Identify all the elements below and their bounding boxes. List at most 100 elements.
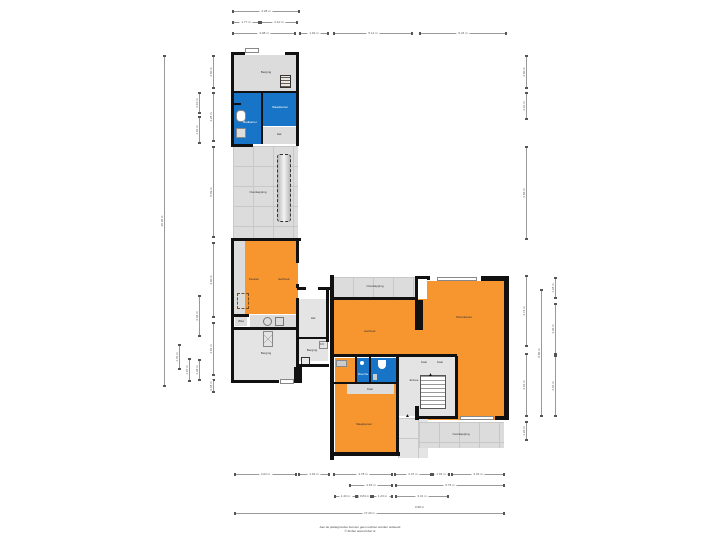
room-keuken-eethoek [245,241,298,314]
label-hal-top: Hal [276,132,282,136]
dim-right-6: 1.20 m [522,421,528,441]
window-woonkamer-bottom [460,416,494,420]
wall [333,382,396,384]
skylight-icon [263,331,273,347]
wall [369,357,371,383]
dim-right-2: 2.10 m [522,92,528,120]
dim-left-main-2: 3.28 m [209,92,215,142]
sink-icon [236,128,246,138]
wall [285,52,299,55]
label-overkapping-bottom: Overkapping [452,432,470,436]
wall [261,92,263,144]
wall [415,276,418,300]
dim-left-inner1-3: 2.48 m [195,295,201,337]
label-woonkamer: Woonkamer [455,315,473,319]
dim-bottom-1a: 4.02 m [234,472,297,476]
room-overkapping-bottom [419,422,504,448]
label-kast1: Kast [420,360,428,364]
wall [427,276,430,280]
disclaimer-line1: Aan de plattegronden kunnen geen rechten… [319,525,401,529]
toilet2-icon [378,360,386,369]
dim-bottom-3b: 0.84 m [357,494,372,498]
dim-bottom-2b: 6.75 m [395,483,505,487]
label-berging-small: Berging [306,348,318,352]
wall [231,238,234,383]
room-hal-top [263,127,296,144]
dim-left-main-4: 4.00 m [209,242,215,318]
room-kast2 [433,358,446,366]
sink2-icon [275,317,284,326]
dim-top-3c: 5.12 m [333,31,413,35]
wall [231,238,301,241]
label-overkapping-left: Overkapping [249,190,267,194]
entrance-arrow-icon: ▲ [405,413,410,419]
room-kast1 [418,358,431,366]
dim-right-5: 4.01 m [522,353,528,417]
stair-arrow-icon: ▲ [428,372,433,378]
dim-left-inner2-3: 1.38 m [195,359,201,381]
dim-bottom-3a: 1.40 m [334,494,357,498]
stair-ladder-icon [280,75,291,88]
door-berging[interactable] [280,379,294,384]
wall [296,238,299,263]
wall [481,276,509,281]
wall [297,337,327,339]
dim-left-main-3: 5.09 m [209,146,215,238]
wall [296,298,299,375]
wall [294,367,302,383]
label-kast3-overlay: Kast [366,387,374,391]
dim-top-3b: 1.92 m [299,31,329,35]
wall [231,52,245,55]
dim-right-1: 2.50 m [522,55,528,89]
label-berging-mid: Berging [260,351,272,355]
wall [296,284,299,288]
dim-bottom-1d: 2.37 m [394,472,432,476]
dim-bottom-3c: 1.20 m [372,494,393,498]
label-entree: Entree [409,378,419,382]
wall [330,297,334,460]
dim-bottom-1f: 3.33 m [451,472,505,476]
room-kast3-overlay [347,384,394,394]
wall [415,406,419,420]
dim-left-main-1: 2.50 m [209,55,215,89]
label-slaapkamer-bottom: Slaapkamer [355,422,373,426]
dim-bottom-1c: 3.78 m [333,472,393,476]
wall [495,416,509,420]
dim-top-2a: 1.77 m [232,20,260,24]
door-top[interactable] [245,48,259,53]
wall [231,144,253,147]
dim-top-3d: 5.34 m [419,31,507,35]
wall [296,52,299,146]
wall [297,287,306,290]
dim-right-col2: 8.80 m [537,289,543,417]
shower-icon [360,361,364,365]
label-hal-mid: Hal [310,316,316,320]
wall [231,103,241,105]
wall [415,300,423,330]
room-berging-small [299,339,328,361]
dim-left-main-6: 0.48 m [209,379,215,393]
dim-left-main-5: 3.81 m [209,322,215,376]
wall [396,356,399,454]
counter-left [233,241,245,314]
wall [231,380,279,383]
label-badkamer: Badkamer [243,120,257,124]
stove-icon [263,317,272,326]
wall [330,452,400,456]
washbasin-icon [373,374,377,380]
room-hal-mid [299,299,328,337]
label-overkapping-mid: Overkapping [366,284,384,288]
room-eethoek-mid [333,299,415,354]
wall [415,276,427,279]
dim-right-col3-1: 1.28 m [551,277,557,299]
dim-top-3a: 3.98 m [232,31,296,35]
dim-right-col3-3: 4.01 m [551,355,557,417]
room-was [235,317,247,326]
label-berging-top: Berging [260,70,272,74]
dim-right-4: 4.74 m [522,275,528,347]
dim-left-inner1-1: 2.10 m [195,92,201,114]
window-woonkamer-top [437,277,477,281]
kitchen-island-icon [237,293,249,309]
label-eethoek-mid: Eethoek [364,329,376,333]
label-cv: CV [319,342,325,346]
